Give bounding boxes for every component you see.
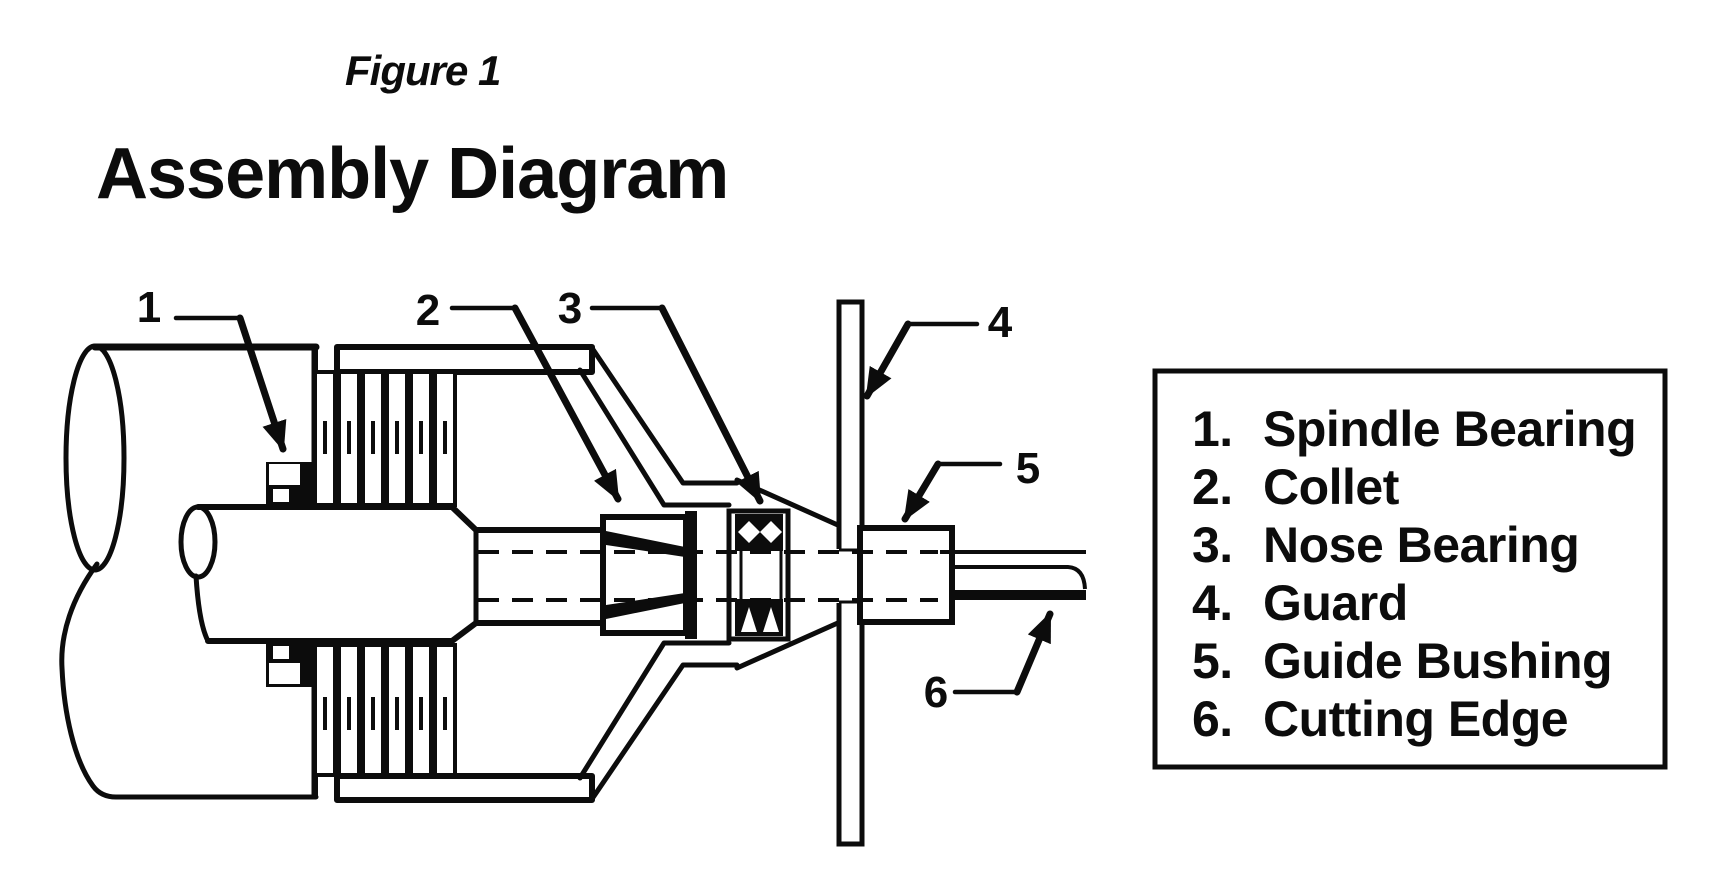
legend-item-5-label: Guide Bushing [1263, 633, 1612, 689]
centerlines [478, 550, 938, 602]
spindle-shaft [178, 504, 603, 644]
callout-6-label: 6 [924, 668, 948, 717]
cutting-tool [940, 550, 1087, 600]
figure-caption: Figure 1 [345, 47, 500, 94]
spindle-bearing-bottom [266, 641, 312, 687]
legend-item-2-number: 2. [1192, 459, 1233, 515]
spindle-bearing-top [266, 462, 312, 508]
callout-5-leader [901, 460, 1003, 523]
nose-bearing [726, 508, 791, 642]
legend-item-6-label: Cutting Edge [1263, 691, 1568, 747]
diagram-title: Assembly Diagram [96, 134, 728, 214]
housing-plate-top [334, 344, 595, 375]
motor-body-endcap [63, 343, 127, 573]
collet [600, 511, 697, 639]
legend-item: 4. Guard [1192, 575, 1408, 631]
legend-item-4-number: 4. [1192, 575, 1233, 631]
legend-item-6-number: 6. [1192, 691, 1233, 747]
callout-4-label: 4 [988, 298, 1013, 347]
legend-item-3-label: Nose Bearing [1263, 517, 1579, 573]
callout-3-label: 3 [558, 284, 582, 333]
housing-plate-bottom [334, 773, 595, 803]
legend-item-5-number: 5. [1192, 633, 1233, 689]
callout-4-leader [863, 320, 980, 400]
legend-item: 5. Guide Bushing [1192, 633, 1613, 689]
legend-item: 2. Collet [1192, 459, 1400, 515]
legend-item-1-number: 1. [1192, 401, 1233, 457]
callout-2-leader [449, 304, 622, 503]
callout-6-leader [952, 610, 1054, 696]
legend-item: 3. Nose Bearing [1192, 517, 1580, 573]
legend-item-3-number: 3. [1192, 517, 1233, 573]
cooling-fins-bottom [313, 643, 457, 777]
callout-2-label: 2 [416, 286, 440, 335]
callout-numbers: 1 2 3 4 5 6 [137, 283, 1040, 717]
callout-leaders [173, 304, 1054, 696]
callout-1-label: 1 [137, 283, 161, 332]
legend-item-1-label: Spindle Bearing [1263, 401, 1636, 457]
callout-1-leader [173, 314, 287, 453]
legend-item: 6. Cutting Edge [1192, 691, 1569, 747]
legend-box: 1. Spindle Bearing 2. Collet 3. Nose Bea… [1152, 368, 1668, 770]
cooling-fins-top [313, 370, 457, 507]
legend-item: 1. Spindle Bearing [1192, 401, 1637, 457]
legend-item-2-label: Collet [1263, 459, 1400, 515]
guide-bushing [857, 525, 955, 625]
callout-5-label: 5 [1016, 444, 1040, 493]
spindle-shaft-endcap [178, 504, 218, 580]
legend-item-4-label: Guard [1263, 575, 1408, 631]
callout-3-leader [589, 304, 764, 505]
